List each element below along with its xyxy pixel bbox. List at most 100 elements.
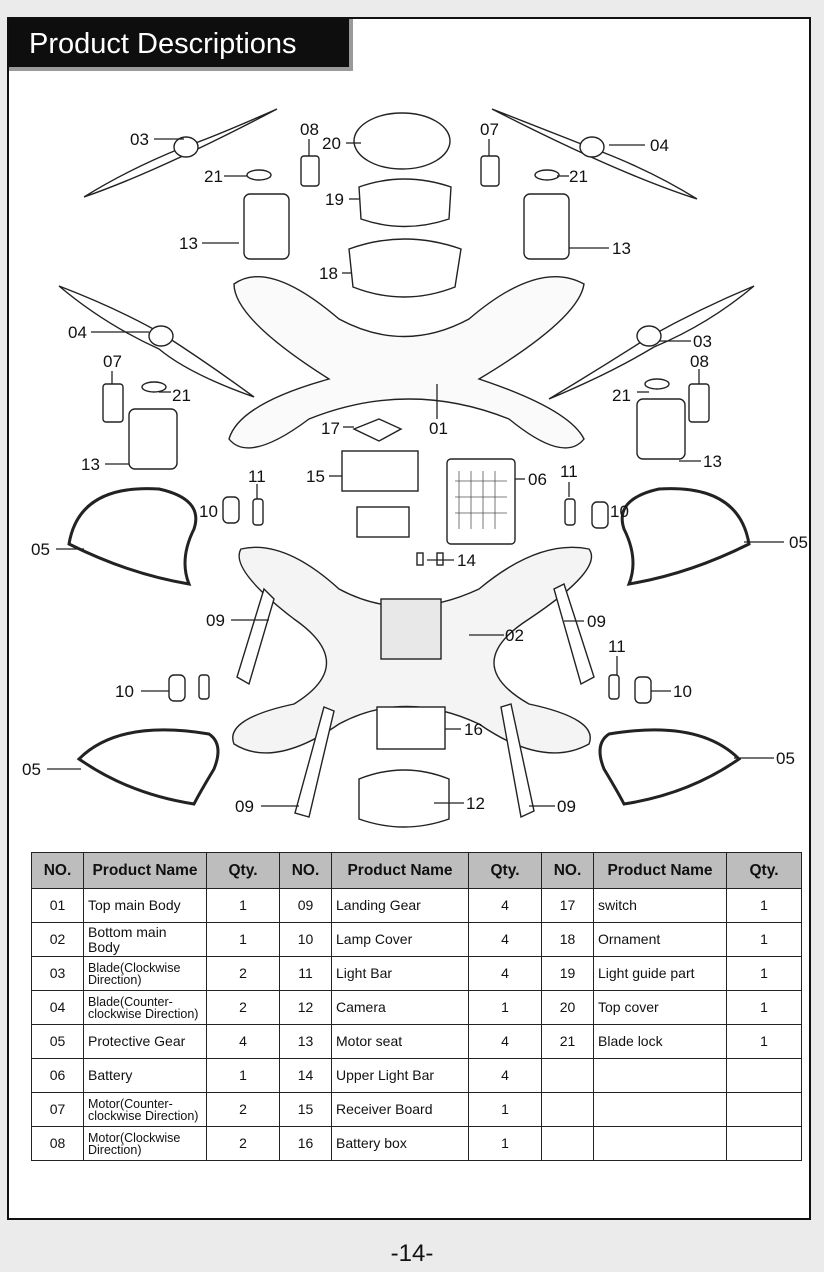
cell-product-name	[593, 1126, 727, 1161]
blade-top-left	[83, 108, 278, 198]
guard-lower-left	[76, 728, 220, 806]
cell-qty: 4	[206, 1024, 280, 1059]
battery-box-slot	[380, 598, 442, 660]
table-row: 04 Blade(Counter-clockwise Direction) 2 …	[31, 990, 802, 1025]
callout-05: 05	[789, 533, 808, 552]
cell-product-name: Top main Body	[83, 888, 207, 923]
cell-no: 01	[31, 888, 84, 923]
cell-no: 16	[279, 1126, 332, 1161]
cell-no: 10	[279, 922, 332, 957]
callout-21: 21	[204, 167, 223, 186]
callout-21: 21	[172, 386, 191, 405]
section-title: Product Descriptions	[9, 19, 353, 71]
cell-no: 08	[31, 1126, 84, 1161]
cell-qty: 2	[206, 1126, 280, 1161]
light-bar-left	[252, 498, 264, 526]
cell-no: 07	[31, 1092, 84, 1127]
receiver-board	[341, 450, 419, 492]
callout-09: 09	[206, 611, 225, 630]
cell-no	[541, 1092, 594, 1127]
callout-09: 09	[587, 612, 606, 631]
battery-grid	[455, 471, 507, 529]
cell-no: 19	[541, 956, 594, 991]
cell-no: 11	[279, 956, 332, 991]
callout-05: 05	[31, 540, 50, 559]
blade-mid-right	[548, 285, 755, 400]
callout-13: 13	[612, 239, 631, 258]
header-product-name: Product Name	[83, 852, 207, 889]
callout-02: 02	[505, 626, 524, 645]
cell-qty: 1	[468, 990, 542, 1025]
cell-qty: 2	[206, 1092, 280, 1127]
blade-lock-top-left	[246, 169, 272, 181]
motor-seat-top-right	[523, 193, 570, 260]
cell-qty	[726, 1092, 802, 1127]
cell-qty: 4	[468, 956, 542, 991]
landing-gear-upper-right	[553, 583, 595, 686]
header-qty: Qty.	[468, 852, 542, 889]
cell-qty: 1	[726, 956, 802, 991]
callout-08: 08	[690, 352, 709, 371]
callout-10: 10	[115, 682, 134, 701]
cell-no: 04	[31, 990, 84, 1025]
cell-product-name: Light Bar	[331, 956, 469, 991]
callout-10: 10	[673, 682, 692, 701]
landing-gear-lower-left	[294, 706, 335, 818]
cell-product-name: Receiver Board	[331, 1092, 469, 1127]
cell-product-name: Blade(Counter-clockwise Direction)	[83, 990, 207, 1025]
callout-21: 21	[569, 167, 588, 186]
battery	[446, 458, 516, 545]
table-row: 08 Motor(Clockwise Direction) 2 16 Batte…	[31, 1126, 802, 1161]
cell-product-name: Motor(Clockwise Direction)	[83, 1126, 207, 1161]
top-cover	[353, 112, 451, 170]
upper-light-bar	[416, 552, 424, 566]
switch-part	[352, 418, 403, 442]
cell-product-name: Battery box	[331, 1126, 469, 1161]
callout-05: 05	[776, 749, 795, 768]
cell-qty: 4	[468, 1058, 542, 1093]
motor-seat-mid-left	[128, 408, 178, 470]
callout-18: 18	[319, 264, 338, 283]
cell-no: 09	[279, 888, 332, 923]
light-guide	[358, 178, 452, 228]
guard-lower-right	[598, 728, 742, 806]
cell-product-name: Protective Gear	[83, 1024, 207, 1059]
cell-product-name: Upper Light Bar	[331, 1058, 469, 1093]
cell-no: 21	[541, 1024, 594, 1059]
cell-no: 06	[31, 1058, 84, 1093]
cell-no: 13	[279, 1024, 332, 1059]
table-row: 05 Protective Gear 4 13 Motor seat 4 21 …	[31, 1024, 802, 1059]
callout-07: 07	[480, 120, 499, 139]
lamp-cover-lower-left	[168, 674, 186, 702]
lamp-cover-right	[591, 501, 609, 529]
page-frame: Product Descriptions	[7, 17, 811, 1220]
header-no: NO.	[541, 852, 594, 889]
callout-01: 01	[429, 419, 448, 438]
callout-13: 13	[179, 234, 198, 253]
cell-no	[541, 1126, 594, 1161]
cell-product-name	[593, 1092, 727, 1127]
blade-mid-left	[58, 285, 255, 398]
cell-product-name	[593, 1058, 727, 1093]
cell-qty: 4	[468, 1024, 542, 1059]
callout-07: 07	[103, 352, 122, 371]
callout-17: 17	[321, 419, 340, 438]
cell-qty: 1	[726, 990, 802, 1025]
page-number: -14-	[390, 1240, 434, 1267]
lamp-cover-lower-right	[634, 676, 652, 704]
cell-product-name: Camera	[331, 990, 469, 1025]
cell-product-name: Battery	[83, 1058, 207, 1093]
cell-qty	[726, 1126, 802, 1161]
motor-mid-left	[102, 383, 124, 423]
upper-light-bar-2	[436, 552, 444, 566]
exploded-diagram: 03 21 08 20 07 04 21 19 13 13 18 04 03 0…	[22, 108, 808, 828]
header-qty: Qty.	[726, 852, 802, 889]
header-product-name: Product Name	[593, 852, 727, 889]
callout-14: 14	[457, 551, 476, 570]
callout-03: 03	[130, 130, 149, 149]
cell-qty: 1	[726, 1024, 802, 1059]
cell-no: 20	[541, 990, 594, 1025]
guard-upper-left	[67, 487, 198, 586]
callout-09: 09	[557, 797, 576, 816]
callout-04: 04	[650, 136, 669, 155]
